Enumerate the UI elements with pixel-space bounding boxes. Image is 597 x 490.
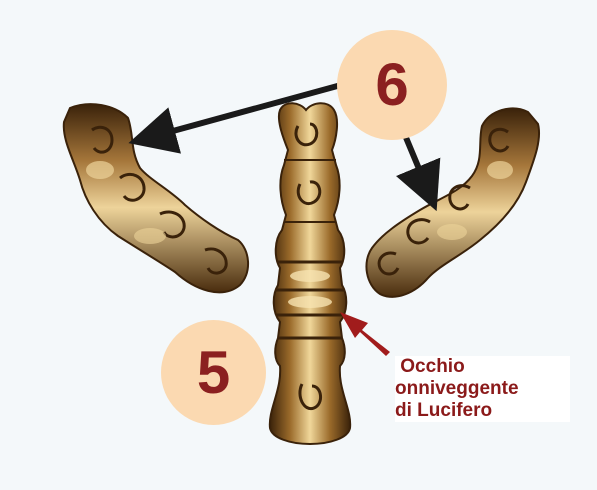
- number-5-badge: 5: [161, 320, 266, 425]
- caption-line-1: Occhio: [395, 356, 570, 378]
- eye-caption: Occhio onniveggente di Lucifero: [395, 356, 570, 422]
- arrow-to-right-wing: [402, 128, 432, 200]
- central-column: [270, 103, 350, 444]
- number-5-label: 5: [197, 343, 230, 403]
- number-6-badge: 6: [337, 30, 447, 140]
- eye-pointer-arrow: [340, 312, 390, 356]
- caption-line-3: di Lucifero: [395, 400, 570, 422]
- caption-line-2: onniveggente: [395, 378, 570, 400]
- left-wing: [64, 104, 248, 292]
- number-6-label: 6: [375, 55, 408, 115]
